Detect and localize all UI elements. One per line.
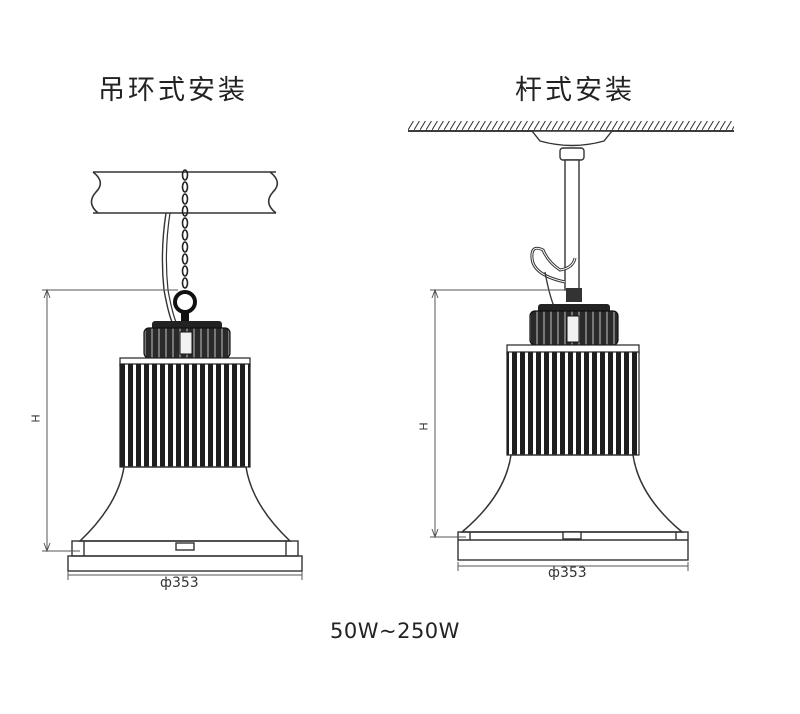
driver-cap-right xyxy=(529,304,619,346)
power-range-label: 50W~250W xyxy=(330,619,460,643)
hanging-chain xyxy=(181,169,189,289)
heatsink-body-right xyxy=(506,344,640,456)
lens-ring xyxy=(67,540,303,572)
ceiling-canopy xyxy=(530,130,614,147)
ceiling-beam xyxy=(90,171,279,214)
reflector-shade-right xyxy=(459,454,685,533)
height-dimension xyxy=(42,288,178,553)
suspension-pole xyxy=(564,159,580,291)
title-chain-mount: 吊环式安装 xyxy=(98,75,248,106)
driver-cap xyxy=(143,321,231,359)
lifting-eye-ring xyxy=(173,290,197,314)
reflector-shade xyxy=(78,466,292,542)
lens-ring-right xyxy=(457,531,689,561)
chain-mount-lamp xyxy=(42,169,303,580)
heatsink-body xyxy=(119,357,251,468)
title-pole-mount: 杆式安装 xyxy=(515,75,635,106)
height-label-left: H xyxy=(29,414,43,423)
diameter-label-left: ф353 xyxy=(160,575,199,591)
pole-mount-lamp xyxy=(408,121,734,571)
height-label-right: H xyxy=(417,422,431,431)
height-dimension-right xyxy=(430,288,566,539)
diameter-dimension xyxy=(67,571,303,580)
diameter-label-right: ф353 xyxy=(548,565,587,581)
ceiling-surface xyxy=(408,121,734,132)
power-cable xyxy=(161,212,173,323)
diameter-dimension-right xyxy=(457,562,689,571)
